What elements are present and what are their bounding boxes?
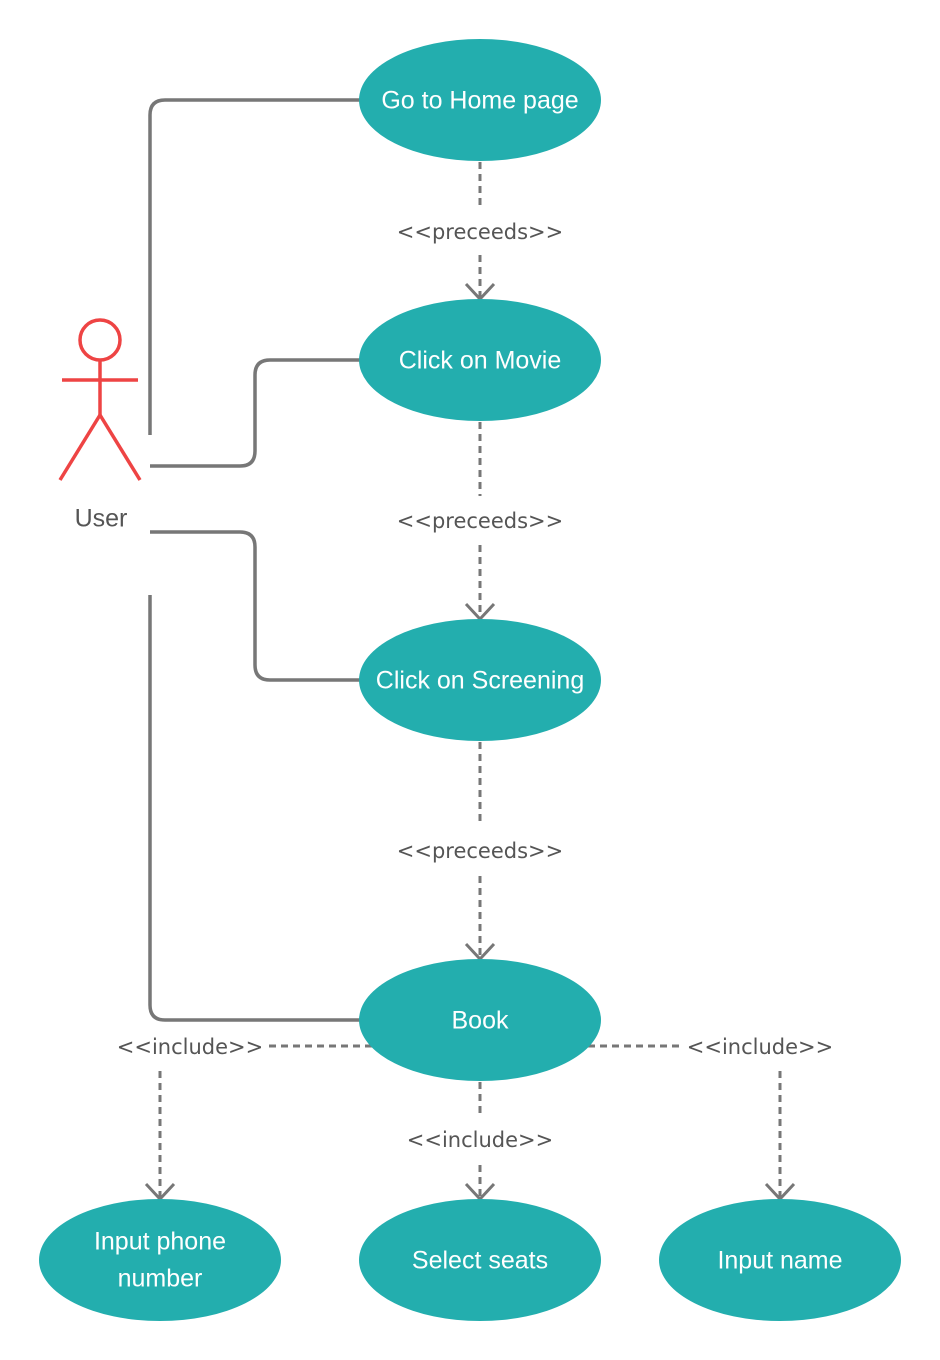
usecase-label: Click on Screening xyxy=(376,667,584,695)
usecase-click-on-screening[interactable]: Click on Screening xyxy=(359,619,601,741)
usecase-ellipse xyxy=(359,1199,601,1321)
usecase-ellipse xyxy=(359,619,601,741)
actor-user[interactable]: User xyxy=(58,318,142,533)
include-label-right: <<include>> xyxy=(687,1035,833,1059)
association-movie xyxy=(150,358,360,468)
usecase-click-on-movie[interactable]: Click on Movie xyxy=(359,299,601,421)
usecase-ellipse xyxy=(659,1199,901,1321)
usecase-go-to-home-page[interactable]: Go to Home page xyxy=(359,39,601,161)
association-home xyxy=(148,98,360,435)
usecase-ellipse xyxy=(359,959,601,1081)
actor-left-leg xyxy=(58,414,102,481)
preceeds-label-3: <<preceeds>> xyxy=(397,839,563,863)
actor-label: User xyxy=(75,505,128,533)
usecase-label: Input name xyxy=(717,1247,842,1275)
association-book xyxy=(148,595,360,1022)
usecase-ellipse xyxy=(39,1199,281,1321)
usecase-label-line1: Input phone xyxy=(94,1228,226,1256)
usecase-label: Click on Movie xyxy=(399,347,562,375)
usecase-label: Go to Home page xyxy=(381,87,578,115)
include-label-left: <<include>> xyxy=(117,1035,263,1059)
usecase-book[interactable]: Book xyxy=(359,959,601,1081)
usecase-input-name[interactable]: Input name xyxy=(659,1199,901,1321)
actor-right-leg xyxy=(98,414,142,481)
usecase-ellipse xyxy=(359,39,601,161)
usecase-label: Select seats xyxy=(412,1247,548,1275)
usecase-select-seats[interactable]: Select seats xyxy=(359,1199,601,1321)
usecase-input-phone-number[interactable]: Input phone number xyxy=(39,1199,281,1321)
association-screening xyxy=(150,530,360,682)
actor-head xyxy=(78,318,122,362)
include-label-middle: <<include>> xyxy=(407,1128,553,1152)
usecase-label-line2: number xyxy=(118,1265,203,1293)
preceeds-label-1: <<preceeds>> xyxy=(397,220,563,244)
preceeds-label-2: <<preceeds>> xyxy=(397,509,563,533)
usecase-label: Book xyxy=(452,1007,509,1035)
usecase-ellipse xyxy=(359,299,601,421)
